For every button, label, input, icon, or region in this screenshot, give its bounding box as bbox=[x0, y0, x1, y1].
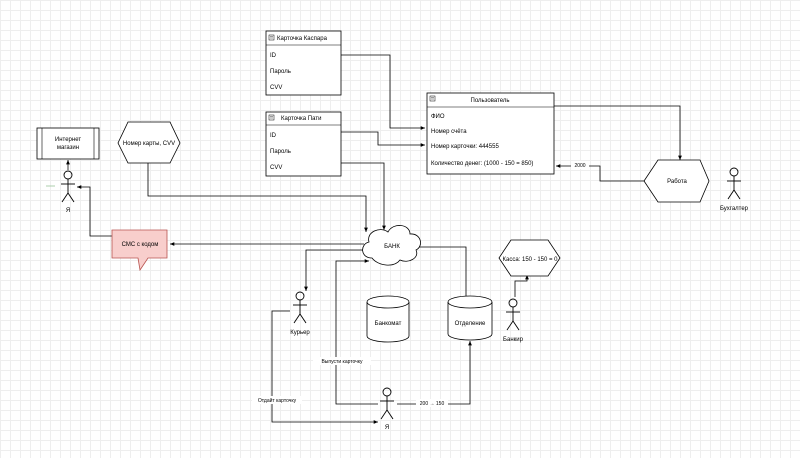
cash-flow-label-bg bbox=[416, 399, 448, 407]
edge-bank-to-courier[interactable] bbox=[304, 249, 364, 291]
card-pati-row: ID bbox=[270, 133, 277, 139]
salary-label-bg bbox=[571, 161, 589, 169]
internet-shop[interactable]: Интернет магазин bbox=[36, 127, 100, 160]
edge-banker-to-cash[interactable] bbox=[514, 275, 529, 297]
person-icon bbox=[61, 170, 75, 203]
work-label: Работа bbox=[667, 179, 687, 185]
sms-callout[interactable]: СМС с кодом bbox=[111, 229, 168, 272]
user-row: Номер карточки: 444555 bbox=[431, 144, 499, 150]
card-hex-label: Номер карты, CVV bbox=[123, 141, 175, 147]
shop-label-line1: Интернет bbox=[55, 137, 81, 143]
card-pati[interactable]: Карточка Пати ID Пароль CVV bbox=[265, 111, 342, 177]
menu-icon bbox=[268, 34, 275, 41]
actor-banker[interactable]: Банкир bbox=[503, 298, 524, 343]
atm-cylinder[interactable]: Банкомат bbox=[366, 295, 410, 343]
branch-label: Отделение bbox=[455, 321, 486, 327]
atm-label: Банкомат bbox=[375, 321, 402, 327]
issue-card-label: Выпусти карточку bbox=[321, 359, 363, 365]
card-number-hexagon[interactable]: Номер карты, CVV bbox=[117, 121, 181, 164]
actor-me-top-label: Я bbox=[66, 208, 70, 214]
edge-user-to-work[interactable] bbox=[553, 105, 682, 160]
person-icon bbox=[727, 167, 741, 200]
user-row: ФИО bbox=[431, 114, 445, 120]
salary-label: 2000 bbox=[574, 163, 585, 169]
edge-work-to-user[interactable] bbox=[556, 164, 644, 182]
actor-accountant-label: Бухгалтер bbox=[720, 206, 749, 212]
menu-icon bbox=[268, 114, 275, 121]
edge-kaspar-to-user[interactable] bbox=[341, 54, 425, 130]
user-title: Пользователь bbox=[471, 98, 510, 104]
edge-cardhex-to-bank[interactable] bbox=[147, 163, 368, 232]
edge-courier-to-me[interactable] bbox=[271, 310, 378, 424]
edges bbox=[46, 54, 682, 424]
cash-hex-label: Касса: 150 - 150 = 0 bbox=[502, 257, 558, 263]
give-card-label-bg bbox=[252, 396, 302, 404]
card-pati-row: Пароль bbox=[270, 149, 291, 155]
edge-pati-to-user[interactable] bbox=[341, 131, 425, 147]
card-kaspar-row: ID bbox=[270, 53, 277, 59]
issue-card-label-bg bbox=[313, 357, 371, 365]
actor-courier[interactable]: Курьер bbox=[290, 291, 310, 336]
cash-desk-hexagon[interactable]: Касса: 150 - 150 = 0 bbox=[498, 239, 561, 277]
person-icon bbox=[506, 298, 520, 331]
actor-me-bottom-label: Я bbox=[385, 425, 389, 431]
cash-flow-label: 200 → 150 bbox=[420, 401, 445, 407]
card-kaspar-row: CVV bbox=[270, 85, 282, 91]
card-kaspar[interactable]: Карточка Каспара ID Пароль CVV bbox=[265, 30, 342, 96]
edge-pati-to-bank[interactable] bbox=[341, 162, 386, 230]
actor-me-top[interactable]: Я bbox=[61, 170, 75, 214]
card-kaspar-row: Пароль bbox=[270, 69, 291, 75]
person-icon bbox=[293, 291, 307, 324]
give-card-label: Отдайт карточку bbox=[258, 397, 297, 404]
bank-label: БАНК bbox=[384, 244, 400, 250]
edge-me-to-branch[interactable] bbox=[397, 341, 472, 405]
sms-label: СМС с кодом bbox=[122, 242, 159, 248]
card-pati-title: Карточка Пати bbox=[281, 116, 321, 122]
card-kaspar-title: Карточка Каспара bbox=[277, 36, 328, 42]
user-entity[interactable]: Пользователь ФИО Номер счёта Номер карто… bbox=[426, 92, 555, 175]
shop-label-line2: магазин bbox=[57, 145, 79, 151]
edge-branch-to-bank[interactable] bbox=[414, 245, 467, 296]
card-pati-row: CVV bbox=[270, 165, 282, 171]
actor-accountant[interactable]: Бухгалтер bbox=[720, 167, 749, 212]
person-icon bbox=[380, 387, 394, 420]
user-row: Количество денег: (1000 - 150 = 850) bbox=[431, 161, 533, 167]
actor-courier-label: Курьер bbox=[290, 330, 310, 336]
branch-cylinder[interactable]: Отделение bbox=[447, 295, 493, 341]
actor-banker-label: Банкир bbox=[503, 337, 524, 343]
edge-labels: 2000 Выпусти карточку Отдайт карточку 20… bbox=[252, 161, 589, 407]
edge-sms-to-me[interactable] bbox=[77, 185, 112, 237]
bank-cloud[interactable]: БАНК bbox=[362, 225, 421, 266]
user-row: Номер счёта bbox=[431, 129, 467, 135]
menu-icon bbox=[429, 95, 436, 102]
work-hexagon[interactable]: Работа bbox=[643, 159, 710, 203]
actor-me-bottom[interactable]: Я bbox=[380, 387, 394, 431]
edge-me-to-bank[interactable] bbox=[335, 259, 378, 405]
